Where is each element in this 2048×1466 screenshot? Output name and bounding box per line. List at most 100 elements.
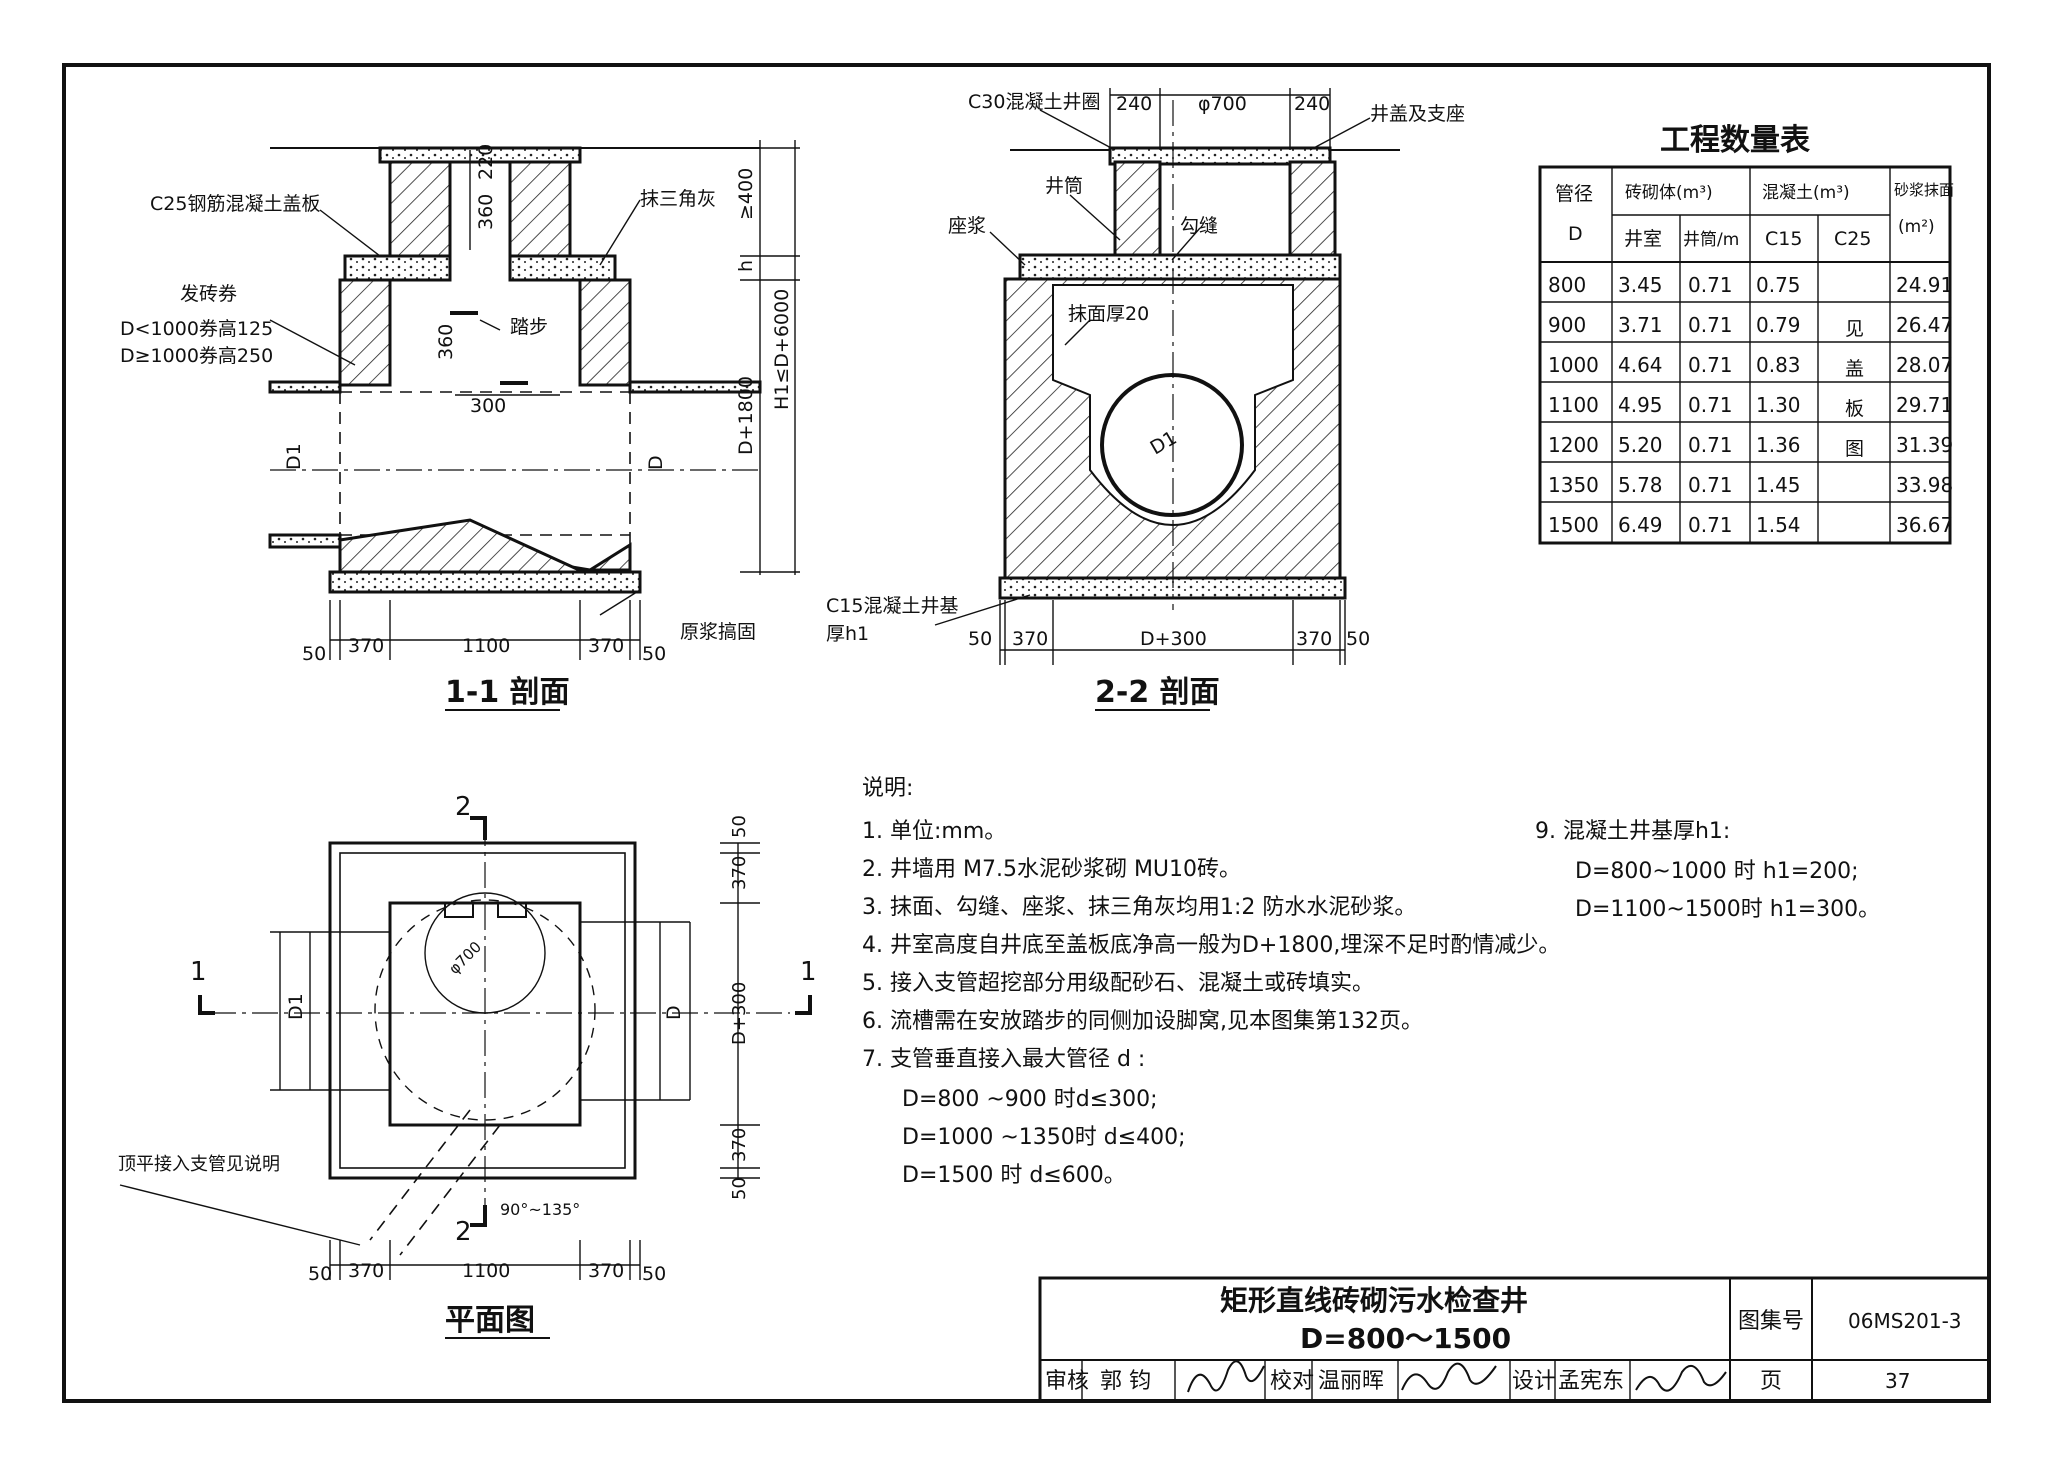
th-shaft: 井筒/m <box>1683 230 1739 250</box>
tb-atlas-label: 图集号 <box>1738 1309 1804 1334</box>
c25-note-3: 板 <box>1845 398 1864 420</box>
label-c30-ring: C30混凝土井圈 <box>968 91 1100 113</box>
table-cell: 24.91 <box>1896 273 1953 297</box>
label-pipe-d: D <box>645 455 667 470</box>
dim-d1800: D+1800 <box>735 376 757 455</box>
plan-r50a: 50 <box>729 815 750 838</box>
table-cell: 1.45 <box>1756 473 1801 497</box>
table-cell: 26.47 <box>1896 313 1953 337</box>
dim-b370b-2: 370 <box>1296 628 1332 650</box>
tb-page-label: 页 <box>1760 1369 1782 1394</box>
dim-b50b-1: 50 <box>642 643 666 665</box>
plan-sec1-left: 1 <box>190 957 207 987</box>
table-cell: 1350 <box>1548 473 1599 497</box>
th-c15: C15 <box>1765 228 1802 250</box>
label-step: 踏步 <box>510 316 548 338</box>
plan-b370b: 370 <box>588 1260 624 1282</box>
plan-title: 平面图 <box>445 1303 535 1338</box>
label-foundation-note: 原浆搞固 <box>680 621 756 643</box>
notes-heading: 说明: <box>862 776 913 801</box>
th-mortar-unit: (m²) <box>1898 217 1935 237</box>
plan-sec1-right: 1 <box>800 957 817 987</box>
c25-note-2: 盖 <box>1845 358 1864 380</box>
table-cell: 1100 <box>1548 393 1599 417</box>
th-c25: C25 <box>1834 228 1871 250</box>
plan-b50a: 50 <box>308 1263 332 1285</box>
tb-page-no: 37 <box>1885 1369 1910 1393</box>
tb-check-name: 温丽晖 <box>1318 1369 1384 1394</box>
dim-step-360: 360 <box>435 324 457 360</box>
label-cover-slab: C25钢筋混凝土盖板 <box>150 193 320 215</box>
plan-view <box>119 816 812 1339</box>
plan-r370b: 370 <box>729 1128 750 1162</box>
plan-b50b: 50 <box>642 1263 666 1285</box>
table-cell: 1.36 <box>1756 433 1801 457</box>
dim-b50b-2: 50 <box>1346 628 1370 650</box>
dim-top-360: 360 <box>475 194 497 230</box>
label-plaster: 抹面厚20 <box>1068 303 1149 325</box>
plan-d: D <box>663 1005 685 1020</box>
table-cell: 0.71 <box>1688 353 1733 377</box>
table-cell: 3.71 <box>1618 313 1663 337</box>
tb-design-name: 孟宪东 <box>1558 1369 1624 1394</box>
table-cell: 1500 <box>1548 513 1599 537</box>
table-cell: 900 <box>1548 313 1586 337</box>
quantity-table-grid <box>1538 165 1952 545</box>
table-cell: 800 <box>1548 273 1586 297</box>
note-5: 5. 接入支管超挖部分用级配砂石、混凝土或砖填实。 <box>862 971 1374 996</box>
dim-b50a-2: 50 <box>968 628 992 650</box>
plan-r50b: 50 <box>729 1177 750 1200</box>
table-cell: 0.71 <box>1688 433 1733 457</box>
tb-atlas-no: 06MS201-3 <box>1848 1309 1962 1333</box>
plan-b1100: 1100 <box>462 1260 510 1282</box>
note-9: 9. 混凝土井基厚h1: <box>1535 819 1730 844</box>
signatures <box>1187 1360 1727 1393</box>
note-7-sub-1: D=800 ~900 时d≤300; <box>902 1087 1158 1112</box>
table-cell: 1200 <box>1548 433 1599 457</box>
table-cell: 5.78 <box>1618 473 1663 497</box>
dim-bD300-2: D+300 <box>1140 628 1207 650</box>
section-1-1 <box>268 140 800 711</box>
table-cell: 31.39 <box>1896 433 1953 457</box>
note-4: 4. 井室高度自井底至盖板底净高一般为D+1800,埋深不足时酌情减少。 <box>862 933 1560 958</box>
dim-b1100-1: 1100 <box>462 635 510 657</box>
th-brick: 砖砌体(m³) <box>1625 183 1713 203</box>
label-pipe-d1: D1 <box>283 443 305 470</box>
table-cell: 0.71 <box>1688 313 1733 337</box>
note-9-sub-1: D=800~1000 时 h1=200; <box>1575 859 1859 884</box>
section-1-1-title: 1-1 剖面 <box>445 675 570 710</box>
c25-note-4: 图 <box>1845 438 1864 460</box>
tb-review-name: 郭 钧 <box>1100 1369 1151 1394</box>
table-cell: 0.83 <box>1756 353 1801 377</box>
dim-h1: H1≤D+6000 <box>771 289 793 410</box>
tb-title: 矩形直线砖砌污水检查井 <box>1220 1284 1528 1317</box>
dim-ge-400: ≥400 <box>735 168 757 220</box>
th-concrete: 混凝土(m³) <box>1762 183 1850 203</box>
tb-check-label: 校对 <box>1270 1369 1314 1394</box>
th-chamber: 井室 <box>1624 228 1662 250</box>
dim-h: h <box>735 260 757 272</box>
table-cell: 29.71 <box>1896 393 1953 417</box>
table-cell: 6.49 <box>1618 513 1663 537</box>
plan-branch-label: 顶平接入支管见说明 <box>118 1154 280 1175</box>
table-cell: 0.71 <box>1688 273 1733 297</box>
plan-angle: 90°~135° <box>500 1200 580 1219</box>
table-cell: 1.54 <box>1756 513 1801 537</box>
label-cover-seat: 井盖及支座 <box>1370 103 1465 125</box>
label-seat-mortar: 座浆 <box>948 215 986 237</box>
label-arch-small: D<1000券高125 <box>120 318 273 340</box>
dim-top240a: 240 <box>1116 93 1152 115</box>
dim-top-220: 220 <box>475 144 497 180</box>
table-cell: 3.45 <box>1618 273 1663 297</box>
tb-review-label: 审核 <box>1045 1369 1089 1394</box>
note-1: 1. 单位:mm。 <box>862 819 1006 844</box>
note-7-sub-2: D=1000 ~1350时 d≤400; <box>902 1125 1186 1150</box>
table-cell: 5.20 <box>1618 433 1663 457</box>
note-2: 2. 井墙用 M7.5水泥砂浆砌 MU10砖。 <box>862 857 1241 882</box>
label-joint: 勾缝 <box>1180 215 1218 237</box>
label-arch: 发砖券 <box>180 283 237 305</box>
table-cell: 0.71 <box>1688 393 1733 417</box>
plan-b370a: 370 <box>348 1260 384 1282</box>
